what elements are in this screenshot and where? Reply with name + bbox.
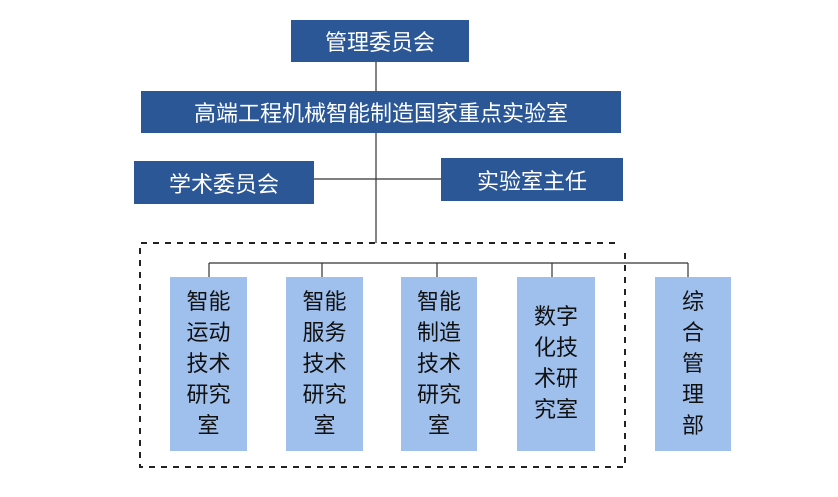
state-key-lab-label: 高端工程机械智能制造国家重点实验室 xyxy=(193,102,568,127)
lab-director-label: 实验室主任 xyxy=(476,169,587,195)
dashed-group-frame xyxy=(139,242,626,468)
unit-box-3: 智能 制造 技术 研究 室 xyxy=(401,277,477,451)
academic-committee-box: 学术委员会 xyxy=(134,161,314,204)
academic-committee-label: 学术委员会 xyxy=(168,172,279,198)
unit-label-1: 智能 运动 技术 研究 室 xyxy=(186,289,231,439)
unit-label-3: 智能 制造 技术 研究 室 xyxy=(416,289,461,439)
unit-box-5: 综 合 管 理 部 xyxy=(655,277,731,451)
lab-director-box: 实验室主任 xyxy=(441,158,623,201)
state-key-lab-box: 高端工程机械智能制造国家重点实验室 xyxy=(141,91,621,133)
management-committee-box: 管理委员会 xyxy=(291,20,469,62)
unit-box-1: 智能 运动 技术 研究 室 xyxy=(170,277,247,451)
management-committee-label: 管理委员会 xyxy=(324,31,435,56)
unit-box-2: 智能 服务 技术 研究 室 xyxy=(286,277,363,451)
unit-label-5: 综 合 管 理 部 xyxy=(681,289,704,439)
unit-label-4: 数字 化技 术研 究室 xyxy=(533,305,578,423)
unit-box-4: 数字 化技 术研 究室 xyxy=(517,277,595,451)
unit-label-2: 智能 服务 技术 研究 室 xyxy=(302,289,347,439)
